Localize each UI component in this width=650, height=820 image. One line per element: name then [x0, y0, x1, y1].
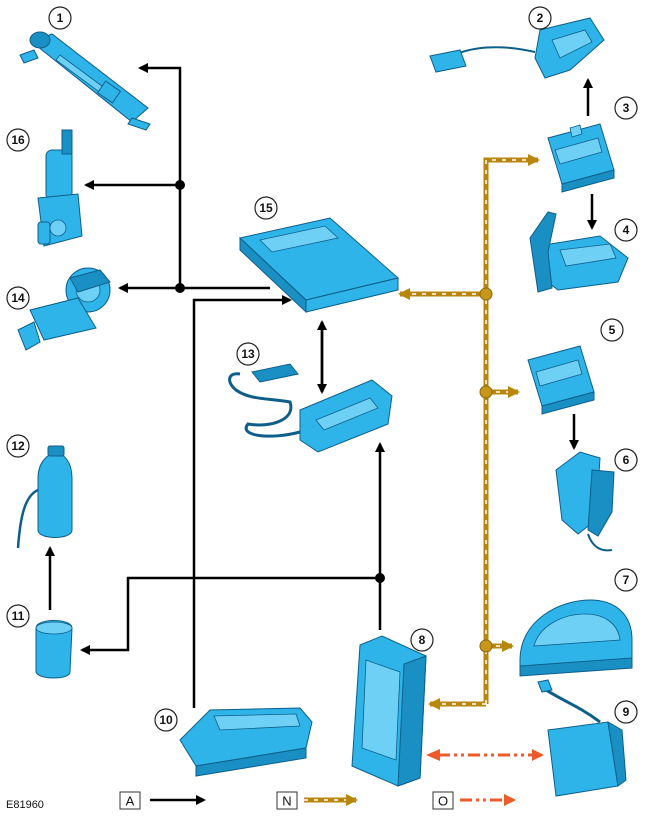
component-door-latch [429, 17, 605, 79]
legend-lin-bus: N [276, 791, 298, 810]
callout-16: 16 [6, 128, 30, 152]
svg-text:4: 4 [623, 223, 630, 237]
callout-5: 5 [600, 318, 624, 342]
callout-15: 15 [254, 196, 278, 220]
callout-2: 2 [528, 6, 552, 30]
svg-text:8: 8 [419, 633, 426, 647]
component-gear-motor [17, 267, 111, 351]
figure-id: E81960 [6, 799, 44, 811]
callout-7: 7 [614, 568, 638, 592]
callout-4: 4 [614, 218, 638, 242]
component-control-module-upper [547, 123, 615, 193]
callout-9: 9 [614, 700, 638, 724]
callout-13: 13 [236, 342, 260, 366]
svg-text:N: N [282, 794, 291, 809]
lin-bus-connections [398, 154, 540, 710]
svg-text:7: 7 [623, 573, 630, 587]
component-central-module [351, 635, 427, 787]
callout-12: 12 [6, 434, 30, 458]
svg-text:O: O [438, 794, 448, 809]
component-door-mirror [529, 211, 629, 293]
callout-6: 6 [614, 448, 638, 472]
callout-8: 8 [410, 628, 434, 652]
svg-text:A: A [126, 794, 135, 809]
lin-bus-dashes [410, 159, 528, 705]
hardwired-connections [45, 63, 597, 708]
svg-text:16: 16 [11, 133, 25, 147]
component-washer-pump [19, 31, 151, 131]
legend-hardwired: A [119, 791, 141, 810]
svg-text:3: 3 [623, 101, 630, 115]
svg-text:13: 13 [241, 347, 255, 361]
callout-1: 1 [48, 6, 72, 30]
lin-bus-junctions [479, 287, 493, 653]
callout-14: 14 [6, 286, 30, 310]
svg-text:10: 10 [159, 713, 173, 727]
component-instrument-cluster [519, 599, 633, 677]
svg-text:11: 11 [12, 609, 25, 623]
svg-text:15: 15 [259, 201, 273, 215]
svg-text:6: 6 [623, 453, 630, 467]
component-main-module [238, 217, 400, 314]
callout-11: 11 [6, 604, 30, 628]
callout-10: 10 [154, 708, 178, 732]
svg-text:14: 14 [11, 291, 25, 305]
callout-3: 3 [614, 96, 638, 120]
svg-text:2: 2 [537, 11, 544, 25]
component-fluid-reservoir [16, 445, 73, 549]
can-bus-connection [426, 749, 544, 761]
component-control-module-lower [527, 345, 595, 415]
component-seat-switch [228, 363, 393, 453]
component-junction-box [537, 679, 627, 797]
svg-text:12: 12 [11, 439, 25, 453]
component-window-motor [37, 129, 83, 247]
svg-text:9: 9 [623, 705, 630, 719]
component-small-pump [35, 620, 73, 679]
hardwired-junctions [175, 180, 385, 583]
legend-can-bus: O [432, 791, 454, 810]
svg-text:1: 1 [57, 11, 64, 25]
svg-text:5: 5 [609, 323, 616, 337]
component-door-mirror-passenger [555, 451, 615, 552]
component-lower-module [179, 707, 313, 777]
